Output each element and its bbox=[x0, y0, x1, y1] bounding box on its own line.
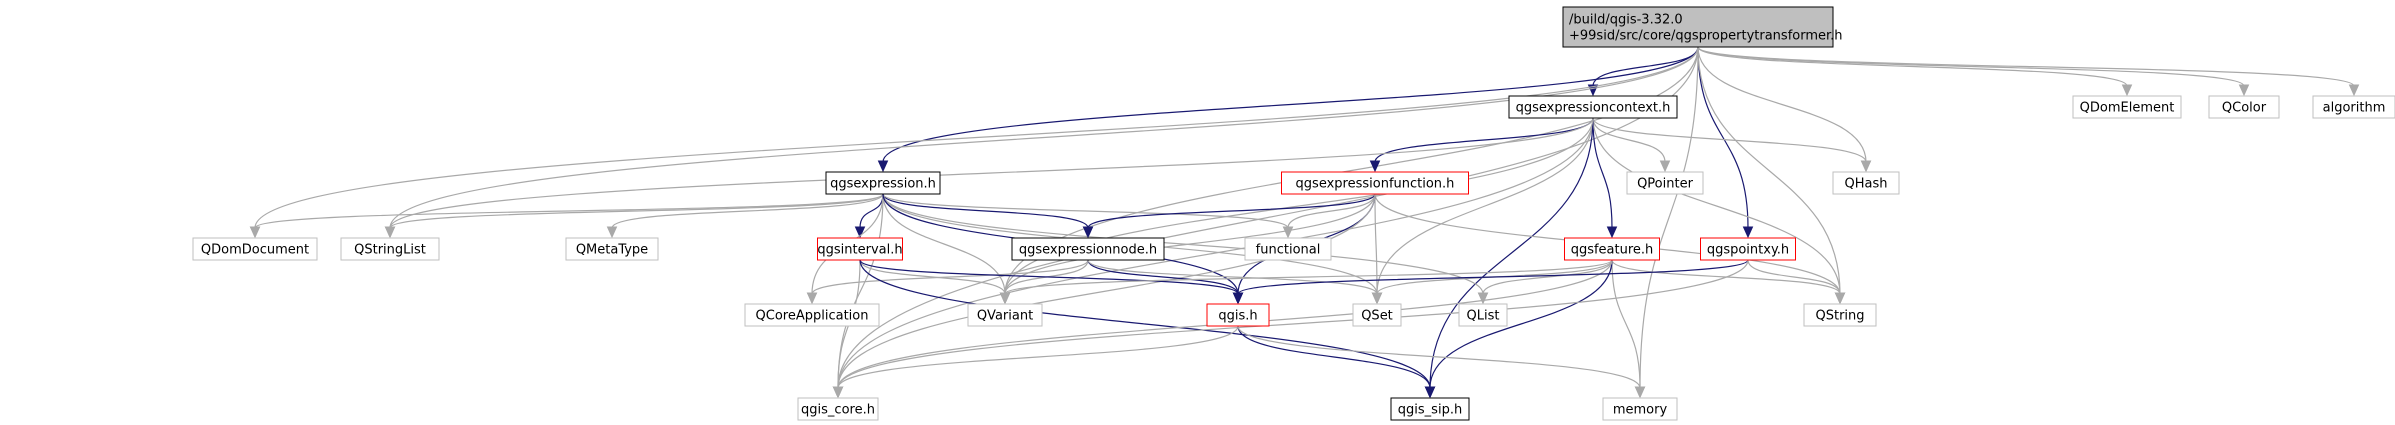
node-label: qgspointxy.h bbox=[1707, 243, 1789, 258]
node-label: QList bbox=[1467, 309, 1500, 324]
node-QSet[interactable]: QSet bbox=[1352, 303, 1402, 327]
node-layer: /build/qgis-3.32.0+99sid/src/core/qgspro… bbox=[192, 6, 2395, 421]
edge-root-to-QColor bbox=[1697, 46, 2250, 97]
node-QDomElement[interactable]: QDomElement bbox=[2072, 95, 2182, 119]
edge-qgsfeature-to-memory bbox=[1611, 259, 1646, 399]
node-label: QMetaType bbox=[576, 243, 648, 258]
node-qgsfeature[interactable]: qgsfeature.h bbox=[1564, 237, 1660, 261]
node-qgsexpressionnode[interactable]: qgsexpressionnode.h bbox=[1011, 237, 1165, 261]
node-root[interactable]: /build/qgis-3.32.0+99sid/src/core/qgspro… bbox=[1562, 6, 1843, 48]
edge-qgsexpression-to-QMetaType bbox=[606, 193, 884, 239]
node-QMetaType[interactable]: QMetaType bbox=[565, 237, 659, 261]
edge-qgsexpressionfunction-to-functional bbox=[1282, 193, 1376, 239]
edge-root-to-QStringList bbox=[384, 46, 1699, 239]
node-label: qgsinterval.h bbox=[817, 243, 902, 258]
edge-qgsexpressioncontext-to-qgsexpressionfunction bbox=[1369, 117, 1594, 173]
node-functional[interactable]: functional bbox=[1244, 237, 1332, 261]
node-label: qgsexpression.h bbox=[830, 177, 936, 192]
node-QColor[interactable]: QColor bbox=[2208, 95, 2280, 119]
node-label: QStringList bbox=[354, 243, 426, 258]
node-QHash[interactable]: QHash bbox=[1832, 171, 1900, 195]
edge-qgsexpressioncontext-to-QPointer bbox=[1592, 117, 1671, 173]
node-label: QPointer bbox=[1637, 177, 1694, 192]
node-label: qgis_sip.h bbox=[1398, 403, 1462, 418]
node-label: QString bbox=[1815, 309, 1864, 324]
edge-qgis-to-qgis_sip bbox=[1237, 325, 1436, 399]
node-label: QDomDocument bbox=[201, 243, 309, 258]
node-label: qgis.h bbox=[1218, 309, 1257, 324]
edge-qgsexpressioncontext-to-qgis_core bbox=[832, 117, 1594, 399]
edge-qgsfeature-to-QList bbox=[1477, 259, 1613, 305]
edge-root-to-qgspointxy bbox=[1697, 46, 1754, 239]
node-QList[interactable]: QList bbox=[1458, 303, 1508, 327]
node-label: algorithm bbox=[2323, 101, 2386, 116]
node-memory[interactable]: memory bbox=[1602, 397, 1678, 421]
edge-qgis-to-qgis_core bbox=[832, 325, 1239, 399]
edge-qgsexpressionfunction-to-qgsexpressionnode bbox=[1082, 193, 1376, 239]
edge-root-to-QString bbox=[1697, 46, 1846, 305]
edge-root-to-QDomElement bbox=[1697, 46, 2133, 97]
edge-qgsinterval-to-qgis bbox=[859, 259, 1244, 305]
node-label: qgsexpressionfunction.h bbox=[1296, 177, 1455, 192]
edge-qgsexpression-to-QStringList bbox=[384, 193, 884, 239]
node-qgsinterval[interactable]: qgsinterval.h bbox=[817, 237, 903, 261]
node-label: QVariant bbox=[977, 309, 1033, 324]
node-qgsexpression[interactable]: qgsexpression.h bbox=[825, 171, 941, 195]
edge-qgspointxy-to-qgis bbox=[1232, 259, 1749, 305]
node-label: QSet bbox=[1361, 309, 1393, 324]
node-QPointer[interactable]: QPointer bbox=[1626, 171, 1704, 195]
node-label: qgsfeature.h bbox=[1571, 243, 1654, 258]
node-qgis_core[interactable]: qgis_core.h bbox=[797, 397, 879, 421]
edge-root-to-QHash bbox=[1697, 46, 1872, 173]
node-label: qgis_core.h bbox=[801, 403, 875, 418]
node-label: QHash bbox=[1845, 177, 1888, 192]
node-label: memory bbox=[1613, 403, 1668, 418]
edge-qgsfeature-to-QVariant bbox=[999, 259, 1613, 305]
node-label: /build/qgis-3.32.0 bbox=[1569, 13, 1683, 28]
node-qgis[interactable]: qgis.h bbox=[1206, 303, 1270, 327]
node-QVariant[interactable]: QVariant bbox=[967, 303, 1043, 327]
node-QStringList[interactable]: QStringList bbox=[340, 237, 440, 261]
node-qgspointxy[interactable]: qgspointxy.h bbox=[1700, 237, 1796, 261]
edge-qgsexpressioncontext-to-qgsfeature bbox=[1592, 117, 1618, 239]
node-label: QCoreApplication bbox=[756, 309, 869, 324]
node-QCoreApplication[interactable]: QCoreApplication bbox=[744, 303, 880, 327]
node-label: qgsexpressionnode.h bbox=[1019, 243, 1157, 258]
node-label: +99sid/src/core/qgspropertytransformer.h bbox=[1569, 29, 1843, 44]
node-QString[interactable]: QString bbox=[1803, 303, 1877, 327]
node-qgis_sip[interactable]: qgis_sip.h bbox=[1390, 397, 1470, 421]
edge-qgsexpression-to-QDomDocument bbox=[249, 193, 884, 239]
edge-qgis-to-memory bbox=[1237, 325, 1646, 399]
node-label: QDomElement bbox=[2080, 101, 2175, 116]
edge-root-to-qgsexpression bbox=[877, 46, 1699, 173]
node-algorithm[interactable]: algorithm bbox=[2312, 95, 2395, 119]
edge-layer bbox=[249, 46, 2360, 399]
edge-qgsfeature-to-QSet bbox=[1371, 259, 1613, 305]
edge-qgspointxy-to-QString bbox=[1747, 259, 1846, 305]
node-QDomDocument[interactable]: QDomDocument bbox=[192, 237, 318, 261]
node-label: functional bbox=[1256, 243, 1321, 258]
edge-qgsexpressioncontext-to-QHash bbox=[1592, 117, 1872, 173]
edge-qgsexpressionnode-to-QCoreApplication bbox=[806, 259, 1089, 305]
node-qgsexpressioncontext[interactable]: qgsexpressioncontext.h bbox=[1508, 95, 1678, 119]
edge-root-to-qgsexpressioncontext bbox=[1587, 46, 1699, 97]
node-label: QColor bbox=[2222, 101, 2267, 116]
node-qgsexpressionfunction[interactable]: qgsexpressionfunction.h bbox=[1281, 171, 1469, 195]
node-label: qgsexpressioncontext.h bbox=[1516, 101, 1671, 116]
edge-root-to-algorithm bbox=[1697, 46, 2360, 97]
